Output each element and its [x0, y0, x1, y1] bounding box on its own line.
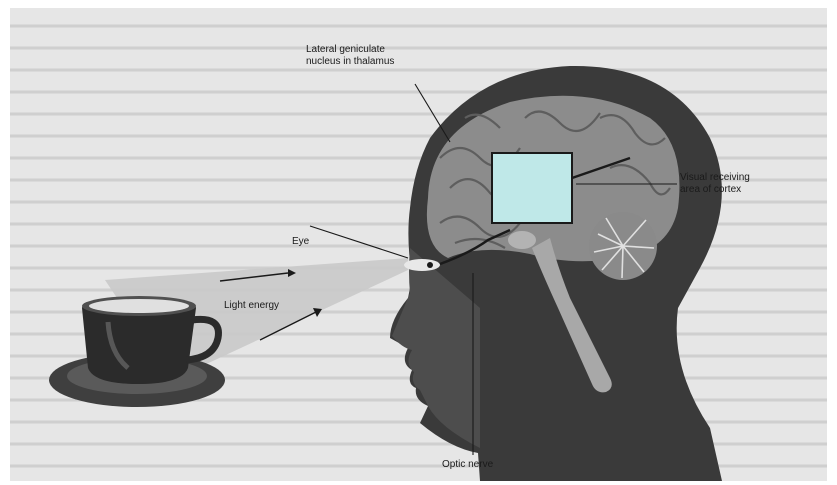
- figure-frame: Lateral geniculate nucleus in thalamus V…: [10, 8, 827, 481]
- vision-pathway-illustration: [10, 8, 827, 481]
- lgn-label-line-1: Lateral geniculate: [306, 44, 394, 56]
- lgn-label: Lateral geniculate nucleus in thalamus: [306, 44, 394, 68]
- visual-cortex-label: Visual receiving area of cortex: [680, 172, 750, 196]
- visual-cortex-label-line-2: area of cortex: [680, 184, 750, 196]
- visual-cortex-box: [492, 153, 572, 223]
- optic-nerve-label: Optic nerve: [442, 459, 493, 471]
- thalamus: [508, 231, 536, 249]
- visual-cortex-label-line-1: Visual receiving: [680, 172, 750, 184]
- light-energy-label: Light energy: [224, 300, 279, 312]
- eye: [404, 259, 440, 271]
- lgn-label-line-2: nucleus in thalamus: [306, 56, 394, 68]
- eye-label: Eye: [292, 236, 309, 248]
